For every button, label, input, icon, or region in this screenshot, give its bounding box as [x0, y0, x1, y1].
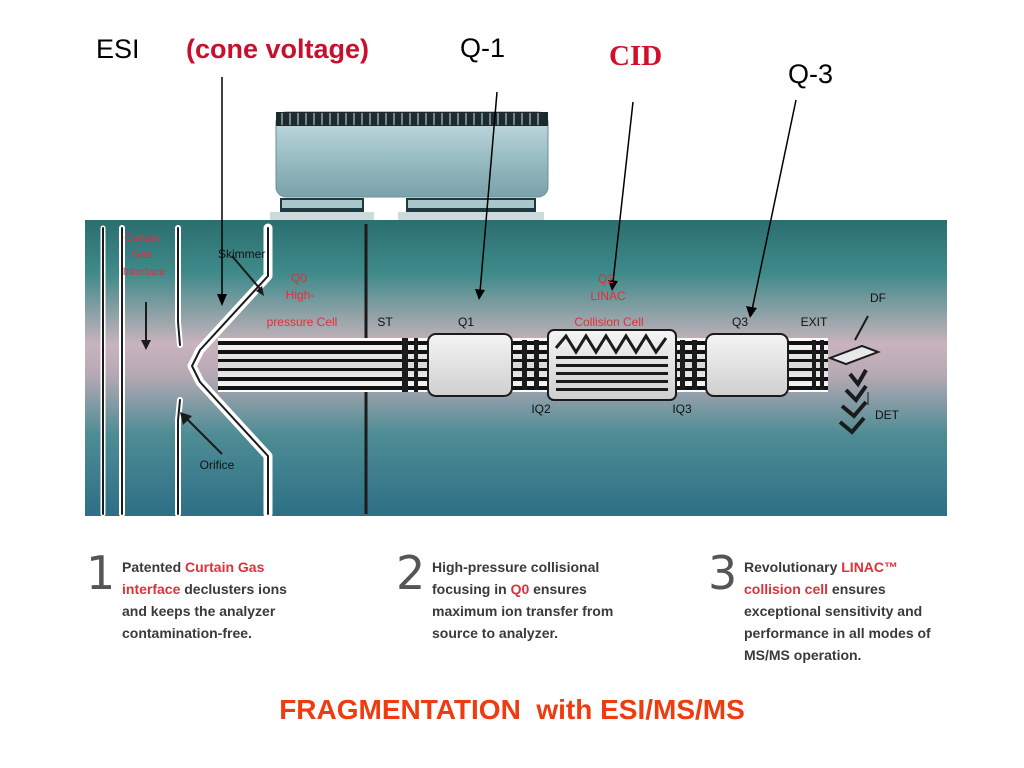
cone-voltage-label: (cone voltage) — [186, 34, 370, 64]
skimmer-cone — [187, 223, 273, 519]
iq3-label: IQ3 — [672, 402, 692, 416]
iq3-lens — [692, 340, 697, 390]
step-3-post: ensures exceptional sensitivity and perf… — [744, 581, 931, 663]
q1-top-label: Q-1 — [460, 33, 506, 63]
det-detector — [838, 369, 868, 435]
step-1-text: Patented Curtain Gas interface decluster… — [86, 556, 306, 644]
step-2-highlight: Q0 — [510, 581, 530, 597]
q0-label-line3: pressure Cell — [267, 315, 338, 329]
step-1-post: declusters ions and keeps the analyzer c… — [122, 581, 287, 641]
linac-label-line2: LINAC — [590, 289, 626, 303]
curtain-gas-label-line3: Interface — [123, 266, 166, 278]
iq2-lens — [522, 340, 527, 390]
df-deflector — [827, 315, 881, 366]
step-3-number: 3 — [708, 546, 738, 600]
skimmer-label: Skimmer — [218, 247, 265, 261]
curtain-gas-arrow — [141, 302, 151, 350]
q3-quadrupole — [705, 333, 789, 397]
q3-top-label: Q-3 — [788, 59, 834, 89]
step-2-pre: High-pressure collisional focusing in — [432, 559, 600, 597]
step-3-pre: Revolutionary — [744, 559, 842, 575]
q1-label: Q1 — [458, 315, 474, 329]
orifice-arrow — [180, 412, 223, 455]
iq2-label: IQ2 — [531, 402, 551, 416]
lens-plate — [402, 338, 408, 392]
cid-arrowhead — [608, 280, 618, 291]
lens-plate — [414, 338, 418, 392]
q3-arrowhead — [746, 306, 757, 318]
exit-lens — [820, 340, 824, 390]
curtain-gas-label-line1: Curtain — [124, 232, 159, 244]
step-3: 3 Revolutionary LINAC™ collision cell en… — [708, 550, 934, 666]
q1-arrowhead — [475, 289, 485, 300]
iq2-lens — [534, 340, 539, 390]
det-label: DET — [875, 408, 900, 422]
df-label: DF — [870, 291, 886, 305]
curtain-gas-label-line2: Gas — [132, 249, 153, 261]
cone-voltage-arrowhead — [217, 294, 227, 306]
iq3-lens — [680, 340, 685, 390]
step-3-highlight: LINAC™ collision cell — [744, 559, 899, 597]
leader-lines — [221, 77, 797, 311]
step-1-number: 1 — [86, 546, 116, 600]
esi-label: ESI — [96, 34, 140, 64]
step-2-text: High-pressure collisional focusing in Q0… — [396, 556, 646, 644]
q0-label-line1: Q0 — [291, 271, 307, 285]
step-1: 1 Patented Curtain Gas interface declust… — [86, 550, 306, 644]
step-2-number: 2 — [396, 546, 426, 600]
linac-label-line3: Collision Cell — [574, 315, 643, 329]
exit-lens — [812, 340, 816, 390]
step-3-text: Revolutionary LINAC™ collision cell ensu… — [708, 556, 934, 666]
step-2: 2 High-pressure collisional focusing in … — [396, 550, 646, 644]
orifice-label: Orifice — [200, 458, 235, 472]
step-2-post: ensures maximum ion transfer from source… — [432, 581, 614, 641]
skimmer-arrow — [231, 255, 264, 296]
step-1-pre: Patented — [122, 559, 186, 575]
q0-label-line2: High- — [286, 288, 315, 302]
q3-label: Q3 — [732, 315, 748, 329]
vacuum-pump-housing — [270, 111, 549, 220]
cid-label: CID — [609, 40, 663, 72]
footer-title: FRAGMENTATION with ESI/MS/MS — [279, 694, 745, 725]
linac-collision-cell — [547, 329, 677, 401]
exit-label: EXIT — [801, 315, 828, 329]
q1-quadrupole — [427, 333, 513, 397]
linac-label-line1: Q2 — [598, 272, 614, 286]
st-label: ST — [377, 315, 393, 329]
step-1-highlight: Curtain Gas interface — [122, 559, 265, 597]
curtain-gas-plates — [100, 225, 183, 517]
